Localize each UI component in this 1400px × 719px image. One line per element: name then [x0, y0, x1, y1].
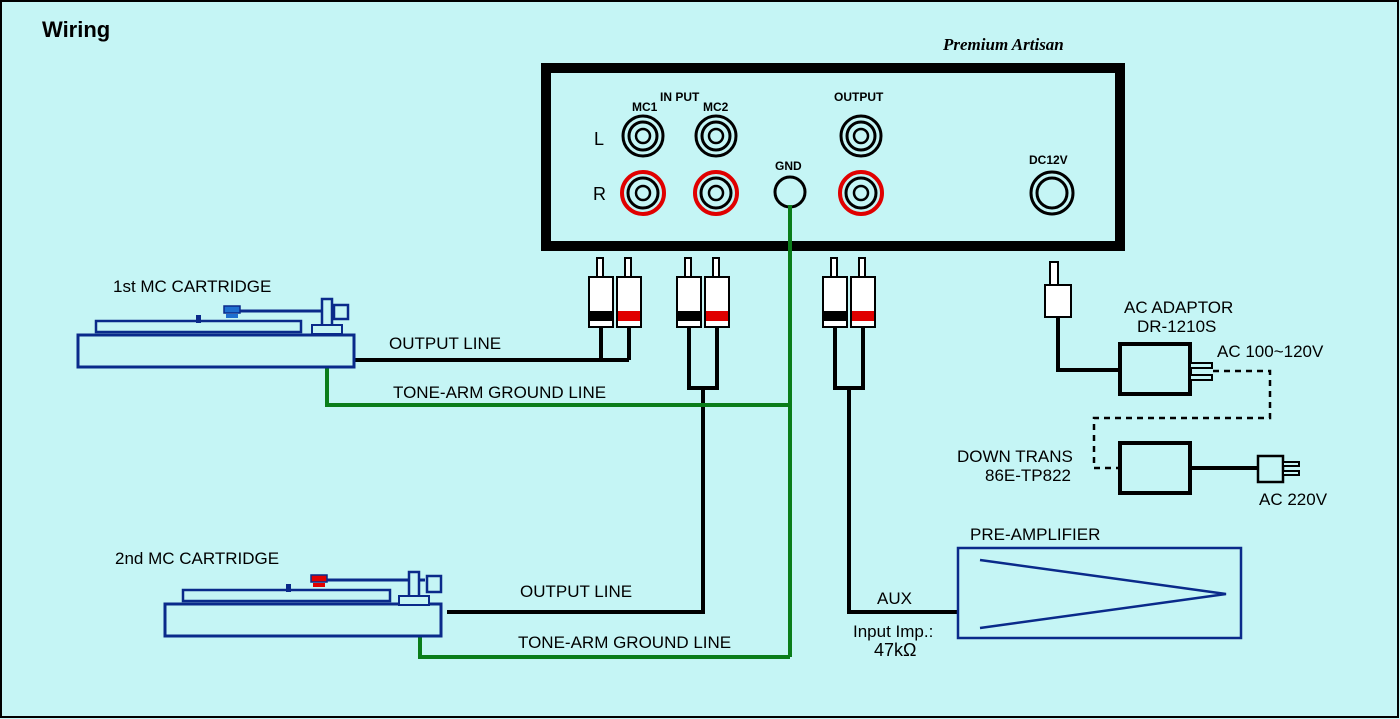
- dc-plug: [1044, 261, 1072, 318]
- jack-mc2-right: [693, 170, 739, 216]
- cable-output-split: [833, 327, 865, 390]
- transformer-voltage: AC 220V: [1259, 490, 1328, 509]
- mc2-label: MC2: [703, 100, 729, 114]
- pre-amplifier: [956, 546, 1243, 640]
- cable-adaptor-to-transformer: [1092, 369, 1272, 470]
- input-label: IN PUT: [660, 90, 700, 104]
- turntable-1: [76, 297, 356, 369]
- input-impedance-value: 47kΩ: [874, 640, 916, 660]
- tt1-ground-line-label: TONE-ARM GROUND LINE: [393, 383, 606, 402]
- output-label: OUTPUT: [834, 90, 884, 104]
- mc1-label: MC1: [632, 100, 658, 114]
- rca-plugs-mc2: [676, 257, 730, 328]
- ac-wall-plug: [1256, 454, 1300, 484]
- tt2-ground-line-label: TONE-ARM GROUND LINE: [518, 633, 731, 652]
- jack-mc1-left: [621, 114, 665, 158]
- input-impedance-label: Input Imp.:: [853, 622, 933, 641]
- transformer-label-1: DOWN TRANS: [957, 447, 1073, 466]
- tt1-output-line-label: OUTPUT LINE: [389, 334, 501, 353]
- rca-plugs-mc1: [588, 257, 642, 328]
- dc12v-label: DC12V: [1029, 153, 1068, 167]
- dc12v-jack: [1029, 170, 1075, 216]
- rca-plugs-output: [822, 257, 876, 328]
- aux-label: AUX: [877, 589, 912, 608]
- left-channel-label: L: [594, 129, 604, 149]
- jack-output-right: [838, 170, 884, 216]
- adaptor-voltage: AC 100~120V: [1217, 342, 1324, 361]
- down-transformer: [1118, 441, 1192, 495]
- jack-mc2-left: [694, 114, 738, 158]
- transformer-label-2: 86E-TP822: [985, 466, 1071, 485]
- adaptor-label-2: DR-1210S: [1137, 317, 1216, 336]
- tt2-label: 2nd MC CARTRIDGE: [115, 549, 279, 568]
- adaptor-label-1: AC ADAPTOR: [1124, 298, 1233, 317]
- tt1-label: 1st MC CARTRIDGE: [113, 277, 271, 296]
- page-title: Wiring: [42, 17, 110, 42]
- device-brand: Premium Artisan: [942, 35, 1064, 54]
- cable-mc2-split: [687, 327, 719, 390]
- right-channel-label: R: [593, 184, 606, 204]
- cable-aux-line: [847, 388, 960, 614]
- turntable-2: [163, 570, 443, 638]
- preamp-label: PRE-AMPLIFIER: [970, 525, 1100, 544]
- jack-mc1-right: [620, 170, 666, 216]
- cable-mc2-output-line: [447, 388, 705, 614]
- cable-dc-power: [1056, 317, 1120, 372]
- ac-adaptor: [1118, 342, 1213, 396]
- tt2-output-line-label: OUTPUT LINE: [520, 582, 632, 601]
- jack-output-left: [839, 114, 883, 158]
- gnd-label: GND: [775, 159, 802, 173]
